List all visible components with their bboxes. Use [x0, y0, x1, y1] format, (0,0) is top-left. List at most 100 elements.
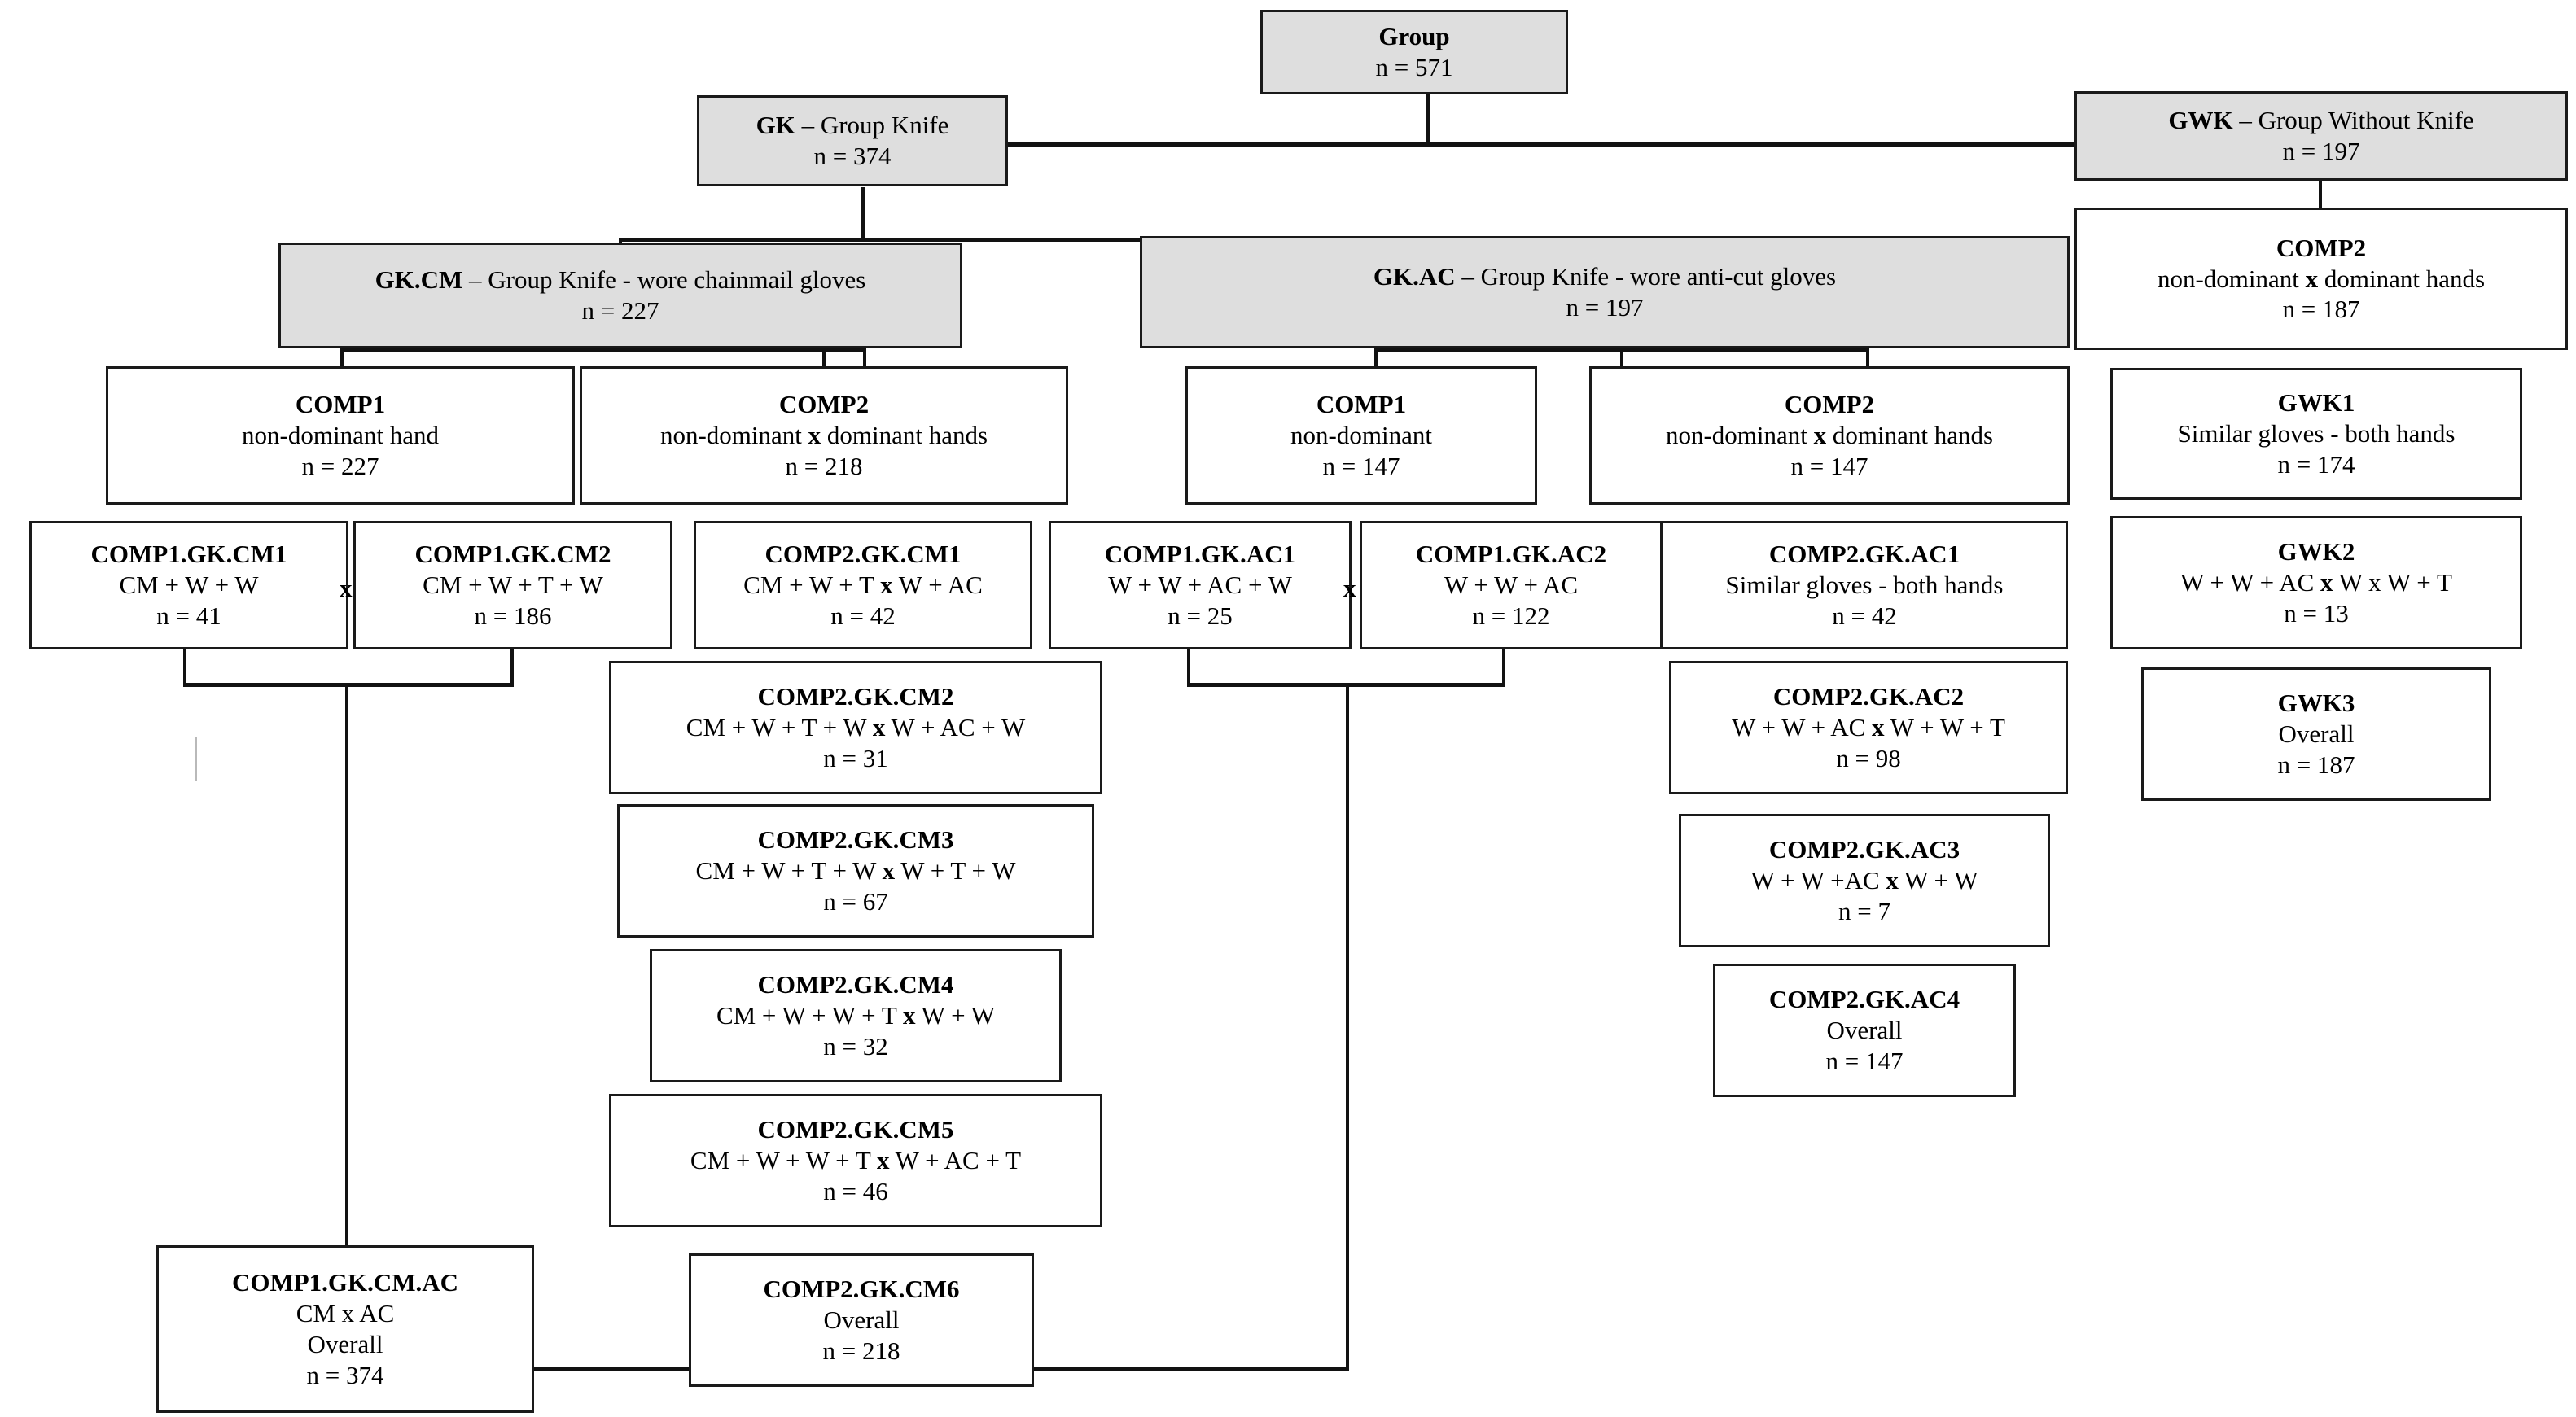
- node-comp2-gk-ac4[interactable]: COMP2.GK.AC4 Overall n = 147: [1713, 964, 2016, 1097]
- node-ac-comp2[interactable]: COMP2 non-dominant x dominant hands n = …: [1589, 366, 2070, 505]
- node-comp2-gk-cm6-sub: Overall: [823, 1305, 900, 1335]
- node-group[interactable]: Group n = 571: [1260, 10, 1568, 94]
- node-group-title: Group: [1378, 22, 1450, 51]
- node-comp2-gk-cm2-sub: CM + W + T + W x W + AC + W: [686, 712, 1025, 743]
- node-comp2-gk-cm5-n: n = 46: [823, 1176, 888, 1205]
- edge-gkac-stem: [1620, 350, 1623, 366]
- node-cm-comp1[interactable]: COMP1 non-dominant hand n = 227: [106, 366, 575, 505]
- node-comp2-gk-cm1-sub-b: W + AC: [892, 571, 983, 600]
- edge-ac-pair-stem: [1346, 683, 1349, 1371]
- node-comp2-gk-cm4-sub: CM + W + W + T x W + W: [716, 1000, 995, 1031]
- node-ac-comp1-title: COMP1: [1316, 390, 1407, 419]
- operator-x-cm-pair: x: [340, 574, 353, 602]
- node-comp1-gk-cm-ac-sub: CM x AC: [296, 1299, 395, 1328]
- edge-cm-pair-stem: [345, 683, 348, 1244]
- node-comp1-gk-cm1-sub: CM + W + W: [119, 571, 259, 600]
- node-comp1-gk-cm1[interactable]: COMP1.GK.CM1 CM + W + W n = 41: [29, 521, 348, 649]
- node-gk-cm[interactable]: GK.CM – Group Knife - wore chainmail glo…: [278, 243, 962, 348]
- node-comp2-gk-cm3-title: COMP2.GK.CM3: [757, 825, 954, 855]
- node-gwk-comp2-n: n = 187: [2282, 295, 2360, 324]
- node-comp2-gk-ac2[interactable]: COMP2.GK.AC2 W + W + AC x W + W + T n = …: [1669, 661, 2068, 794]
- node-gwk2-sub-b: W x W + T: [2333, 568, 2452, 597]
- node-gwk1-sub: Similar gloves - both hands: [2177, 419, 2456, 448]
- node-comp2-gk-cm2-sub-a: CM + W + T + W: [686, 713, 873, 742]
- node-gwk2[interactable]: GWK2 W + W + AC x W x W + T n = 13: [2110, 516, 2522, 649]
- node-comp2-gk-cm4[interactable]: COMP2.GK.CM4 CM + W + W + T x W + W n = …: [650, 949, 1062, 1082]
- node-gwk-comp2[interactable]: COMP2 non-dominant x dominant hands n = …: [2074, 208, 2568, 350]
- node-comp2-gk-ac3-title: COMP2.GK.AC3: [1768, 835, 1960, 864]
- edge-gwk-stem: [2319, 181, 2322, 215]
- node-comp2-gk-cm6-n: n = 218: [822, 1336, 900, 1365]
- node-comp1-gk-cm-ac-n: n = 374: [306, 1360, 384, 1389]
- node-cm-comp2-sub-a: non-dominant: [659, 421, 808, 450]
- node-comp1-gk-ac1[interactable]: COMP1.GK.AC1 W + W + AC + W n = 25: [1049, 521, 1352, 649]
- node-cm-comp2[interactable]: COMP2 non-dominant x dominant hands n = …: [580, 366, 1068, 505]
- node-comp2-gk-ac3-sub-a: W + W +AC: [1750, 866, 1886, 895]
- node-gwk1[interactable]: GWK1 Similar gloves - both hands n = 174: [2110, 368, 2522, 500]
- node-ac-comp2-title: COMP2: [1784, 390, 1875, 419]
- node-comp2-gk-cm2[interactable]: COMP2.GK.CM2 CM + W + T + W x W + AC + W…: [609, 661, 1102, 794]
- node-comp2-gk-ac2-sub: W + W + AC x W + W + T: [1732, 712, 2005, 743]
- node-gwk3[interactable]: GWK3 Overall n = 187: [2141, 667, 2491, 801]
- edge-gkcm-comp2-drop: [822, 348, 826, 368]
- node-gwk1-n: n = 174: [2277, 449, 2355, 479]
- node-comp2-gk-cm1[interactable]: COMP2.GK.CM1 CM + W + T x W + AC n = 42: [694, 521, 1032, 649]
- node-comp2-gk-ac1[interactable]: COMP2.GK.AC1 Similar gloves - both hands…: [1661, 521, 2068, 649]
- node-comp2-gk-cm4-n: n = 32: [823, 1031, 888, 1061]
- node-gwk2-sub-a: W + W + AC: [2180, 568, 2321, 597]
- node-comp1-gk-cm1-title: COMP1.GK.CM1: [90, 540, 287, 569]
- edge-cm-pair-bus: [183, 683, 514, 687]
- node-cm-comp1-sub: non-dominant hand: [242, 421, 439, 450]
- edge-gkcm-bus: [340, 348, 866, 352]
- node-gk-cm-heading: GK.CM – Group Knife - wore chainmail glo…: [375, 265, 866, 295]
- node-comp2-gk-cm6-title: COMP2.GK.CM6: [763, 1275, 960, 1304]
- node-comp1-gk-cm2-n: n = 186: [474, 601, 552, 630]
- node-comp2-gk-cm4-sub-x: x: [902, 1001, 916, 1030]
- edge-cm-pair-left-drop: [183, 647, 186, 686]
- node-comp2-gk-cm5-sub-a: CM + W + W + T: [690, 1146, 877, 1175]
- node-gwk[interactable]: GWK – Group Without Knife n = 197: [2074, 91, 2568, 181]
- node-gk[interactable]: GK – Group Knife n = 374: [697, 95, 1008, 186]
- node-gwk2-sub-x: x: [2320, 568, 2333, 597]
- node-comp2-gk-cm5[interactable]: COMP2.GK.CM5 CM + W + W + T x W + AC + T…: [609, 1094, 1102, 1227]
- node-ac-comp2-sub-b: dominant hands: [1826, 421, 1994, 450]
- node-ac-comp1[interactable]: COMP1 non-dominant n = 147: [1185, 366, 1537, 505]
- node-comp2-gk-cm1-sub: CM + W + T x W + AC: [743, 570, 983, 601]
- node-comp1-gk-cm2[interactable]: COMP1.GK.CM2 CM + W + T + W n = 186: [353, 521, 672, 649]
- node-comp2-gk-ac2-sub-x: x: [1872, 713, 1885, 742]
- node-comp2-gk-cm1-sub-a: CM + W + T: [743, 571, 881, 600]
- node-gk-ac[interactable]: GK.AC – Group Knife - wore anti-cut glov…: [1140, 236, 2070, 348]
- edge-gkac-bus: [1374, 348, 1869, 352]
- edge-gkac-comp2-drop: [1866, 348, 1869, 368]
- edge-gk-stem: [861, 187, 865, 239]
- edge-ac-pair-right-drop: [1502, 647, 1505, 686]
- node-gk-cm-n: n = 227: [581, 296, 659, 325]
- node-comp1-gk-ac2-sub: W + W + AC: [1444, 571, 1579, 600]
- node-comp2-gk-cm3[interactable]: COMP2.GK.CM3 CM + W + T + W x W + T + W …: [617, 804, 1094, 938]
- edge-cm-pair-right-drop: [510, 647, 514, 686]
- node-gwk1-title: GWK1: [2277, 388, 2355, 418]
- node-gk-ac-heading: GK.AC – Group Knife - wore anti-cut glov…: [1373, 261, 1836, 292]
- node-comp1-gk-cm-ac[interactable]: COMP1.GK.CM.AC CM x AC Overall n = 374: [156, 1245, 534, 1413]
- node-comp1-gk-ac2[interactable]: COMP1.GK.AC2 W + W + AC n = 122: [1360, 521, 1663, 649]
- node-comp2-gk-ac3[interactable]: COMP2.GK.AC3 W + W +AC x W + W n = 7: [1679, 814, 2050, 947]
- node-comp1-gk-cm2-sub: CM + W + T + W: [423, 571, 603, 600]
- node-cm-comp2-n: n = 218: [785, 451, 863, 480]
- node-cm-comp2-title: COMP2: [778, 390, 870, 419]
- edge-stray-artifact: [195, 737, 197, 781]
- node-group-n: n = 571: [1375, 53, 1453, 81]
- node-comp1-gk-ac1-title: COMP1.GK.AC1: [1104, 540, 1296, 569]
- node-comp1-gk-cm-ac-title: COMP1.GK.CM.AC: [231, 1268, 459, 1297]
- node-ac-comp2-sub: non-dominant x dominant hands: [1666, 420, 1993, 451]
- node-comp2-gk-cm5-title: COMP2.GK.CM5: [757, 1115, 954, 1144]
- node-gk-ac-desc: – Group Knife - wore anti-cut gloves: [1455, 262, 1837, 291]
- edge-cmac-stem: [345, 1229, 348, 1249]
- node-comp2-gk-ac4-sub: Overall: [1826, 1016, 1903, 1045]
- node-comp2-gk-cm2-sub-b: W + AC + W: [885, 713, 1026, 742]
- node-comp1-gk-cm1-n: n = 41: [156, 601, 221, 630]
- node-comp2-gk-cm3-sub-x: x: [882, 856, 896, 886]
- node-cm-comp1-title: COMP1: [295, 390, 386, 419]
- edge-gkcm-comp1-drop: [340, 348, 344, 368]
- node-comp2-gk-cm6[interactable]: COMP2.GK.CM6 Overall n = 218: [689, 1253, 1034, 1387]
- node-comp2-gk-cm4-sub-b: W + W: [915, 1001, 996, 1030]
